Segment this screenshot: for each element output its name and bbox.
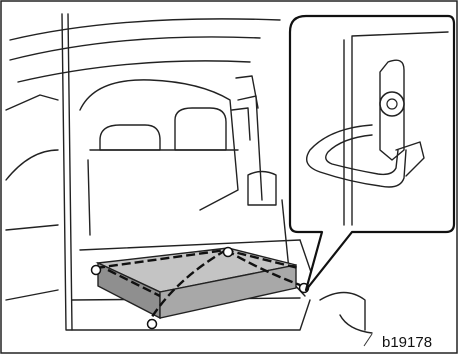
figure-code: b19178 xyxy=(382,334,432,351)
bolt-icon xyxy=(380,92,404,116)
